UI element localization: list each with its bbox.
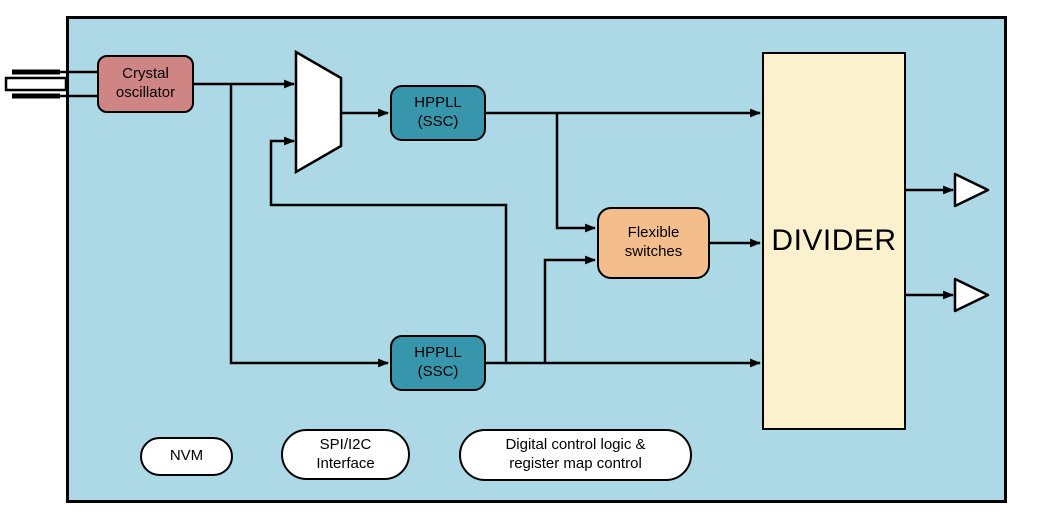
nvm-block: NVM <box>140 437 233 476</box>
mux-icon <box>294 49 343 175</box>
output-buffer-top-icon <box>953 172 990 208</box>
wire-hppll-top-to-switches <box>555 113 597 233</box>
flexible-switches-block: Flexible switches <box>597 207 710 279</box>
crystal-oscillator-block: Crystal oscillator <box>97 55 194 113</box>
wire-oscillator-to-hppll-bottom <box>229 84 390 368</box>
crystal-icon <box>4 69 97 99</box>
wire-feedback-to-mux <box>269 136 508 363</box>
spi-i2c-interface-block: SPI/I2C Interface <box>281 429 410 480</box>
output-buffer-bottom-icon <box>953 277 990 313</box>
hppll-ssc-top-block: HPPLL (SSC) <box>390 85 486 141</box>
wire-hppll-bottom-to-switches <box>543 255 597 363</box>
hppll-ssc-bottom-block: HPPLL (SSC) <box>390 335 486 391</box>
digital-control-logic-block: Digital control logic & register map con… <box>459 429 692 481</box>
divider-block: DIVIDER <box>762 52 906 430</box>
crystal-body <box>4 76 68 92</box>
